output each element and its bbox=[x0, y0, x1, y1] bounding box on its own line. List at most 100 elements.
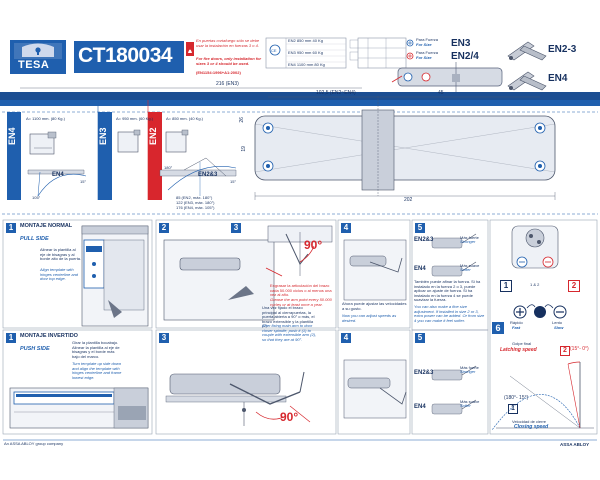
step-6-badge: 6 bbox=[492, 322, 504, 334]
dim-122: 122 (EN3, máx. 180°) bbox=[176, 200, 215, 205]
step-1b-badge: 1 bbox=[6, 333, 16, 343]
speed-slow-es: Lento bbox=[552, 320, 563, 325]
step-4-badge: 4 bbox=[341, 223, 351, 233]
step1-door-drawing bbox=[81, 225, 149, 327]
step1-title-en: PULL SIDE bbox=[20, 236, 49, 242]
step-5b-badge: 5 bbox=[415, 333, 425, 343]
step1-text-en: Align template with hinges centerline an… bbox=[40, 267, 79, 282]
step5b-more-es: Más fuerte bbox=[460, 365, 479, 370]
door-diagram-en4 bbox=[27, 131, 87, 197]
step5b-less-en: Softer bbox=[460, 403, 471, 408]
step5-more-en: Stronger bbox=[460, 239, 476, 244]
tab-en4-label: EN4 bbox=[7, 127, 17, 145]
step3b-text-es: Una vez fijado el brazo principal al cie… bbox=[262, 305, 315, 329]
step1-title-es: MONTAJE NORMAL bbox=[20, 223, 73, 229]
variant-en3-spec: A= 950 mm. (60 Kg.) bbox=[116, 116, 154, 121]
variant-en4-angle: 15° bbox=[80, 179, 87, 184]
step-panels-frames bbox=[2, 219, 598, 435]
size-en4-label: EN4 bbox=[548, 73, 568, 84]
step3b-text-en: After fixing main arm to door closer spi… bbox=[262, 323, 317, 342]
tab-en3 bbox=[98, 112, 112, 200]
closing-valve-label: 1 bbox=[508, 404, 518, 414]
step5b-en4: EN4 bbox=[414, 404, 426, 410]
closing-angle: (180°- 15°) bbox=[504, 395, 529, 401]
door-diagram-en2 bbox=[159, 129, 237, 196]
arm-en4-icon bbox=[507, 71, 547, 91]
footer-company: An ASSA ABLOY group company bbox=[4, 441, 64, 446]
speed-slow-en: Slow bbox=[554, 325, 564, 330]
step4-text-es: Ahora puede ajustar las velocidades a su… bbox=[342, 301, 407, 311]
step5b-less-es: Más suave bbox=[460, 399, 480, 404]
dim-26: 26 bbox=[238, 117, 245, 123]
step3-closer-drawing bbox=[163, 225, 333, 321]
spec-row-en4: EN4 1100 mm 80 Kg bbox=[288, 62, 325, 67]
arm-en23-icon bbox=[507, 41, 547, 61]
variant-en23-sub: EN2&3 bbox=[198, 172, 218, 178]
dim-85: 85 (EN2, máx. 180°) bbox=[176, 195, 213, 200]
brand-logo-text: TESA bbox=[18, 59, 50, 71]
template-band bbox=[0, 92, 600, 106]
step5-less-es: Más suave bbox=[460, 263, 480, 268]
variant-en4-angle2: 105° bbox=[32, 195, 41, 200]
step5b-en23: EN2&3 bbox=[414, 370, 434, 376]
dim-45: 45 bbox=[438, 90, 444, 96]
closing-speed-en: Closing speed bbox=[514, 424, 549, 430]
force-label-es-2: Para Fuerza bbox=[416, 50, 439, 55]
step5-text-en: You can also make a fine size adjustment… bbox=[414, 304, 485, 323]
footer-logo: ASSA ABLOY bbox=[560, 442, 590, 447]
speed-fast-en: Fast bbox=[512, 325, 521, 330]
step4-drawing bbox=[343, 239, 407, 301]
dim-19: 19 bbox=[240, 146, 247, 152]
size-en3-label: EN3 bbox=[451, 38, 471, 49]
step3b-angle: 90° bbox=[280, 410, 299, 424]
step1-text-es: Alinear la plantilla al eje de bisagras … bbox=[40, 247, 82, 262]
dim-216: 216 (EN3) bbox=[216, 81, 239, 87]
tab-en3-label: EN3 bbox=[98, 127, 108, 145]
closer-body-icon bbox=[391, 62, 503, 92]
step3-note-es: Engrasar la articulación del brazo cada … bbox=[270, 283, 332, 298]
variant-en2-spec: A= 850 mm. (40 Kg.) bbox=[166, 116, 204, 121]
step-1-badge: 1 bbox=[6, 223, 16, 233]
step1b-door-drawing bbox=[9, 387, 149, 429]
step1b-title-es: MONTAJE INVERTIDO bbox=[20, 333, 78, 339]
model-title: CT180034 bbox=[78, 44, 173, 67]
fire-warning-en: For fire doors, only installation for si… bbox=[196, 56, 262, 66]
variant-en4-spec: A= 1100 mm. (80 Kg.) bbox=[26, 116, 65, 121]
template-body bbox=[254, 96, 556, 200]
variant-en23-angle2: 180° bbox=[164, 165, 173, 170]
step1b-text-es: Girar la plantilla bocabajo. Alinear la … bbox=[72, 340, 120, 359]
size-en24-label: EN2/4 bbox=[451, 51, 479, 62]
latching-label-en: Latching speed bbox=[500, 347, 537, 353]
step3-angle: 90° bbox=[304, 238, 323, 252]
step-5-badge: 5 bbox=[415, 223, 425, 233]
door-diagram-en3 bbox=[117, 129, 141, 153]
spec-row-en3: EN3 950 mm 60 Kg bbox=[288, 50, 323, 55]
step5-en23: EN2&3 bbox=[414, 237, 434, 243]
latching-angle: (15°- 0°) bbox=[570, 346, 589, 352]
latching-valve-label: 2 bbox=[560, 346, 570, 356]
step-3-badge: 3 bbox=[231, 223, 241, 233]
svg-text:CE: CE bbox=[271, 48, 277, 53]
valve-1-label: 1 bbox=[500, 280, 512, 292]
step5b-more-en: Stronger bbox=[460, 369, 476, 374]
closing-speed-es: Velocidad de cierre bbox=[512, 419, 547, 424]
variant-en23-angle: 15° bbox=[230, 179, 237, 184]
step5-drawings bbox=[431, 233, 477, 415]
step-4b-badge: 4 bbox=[341, 333, 351, 343]
latching-label-es: Golpe final bbox=[512, 341, 532, 346]
step-2-badge: 2 bbox=[159, 223, 169, 233]
force-label-en-1: For Size bbox=[416, 42, 432, 47]
tab-en4 bbox=[7, 112, 21, 200]
fire-warning-icon bbox=[186, 42, 194, 56]
dim-176: 176 (EN4, máx. 105°) bbox=[176, 205, 215, 210]
step5-less-en: Softer bbox=[460, 267, 471, 272]
model-title-box bbox=[74, 41, 184, 73]
tab-en2 bbox=[148, 112, 162, 200]
step3-note-en: Grease the arm point every 50.000 cycles… bbox=[270, 297, 332, 307]
fire-warning-standard: (EN1154:1996+A1:2002) bbox=[196, 70, 241, 75]
dim-102-5: 102,5 (EN2~EN4) bbox=[316, 90, 356, 96]
force-label-es-1: Para Fuerza bbox=[416, 37, 439, 42]
step6-valve-diagram bbox=[511, 225, 559, 269]
step5-more-es: Más fuerte bbox=[460, 235, 479, 240]
